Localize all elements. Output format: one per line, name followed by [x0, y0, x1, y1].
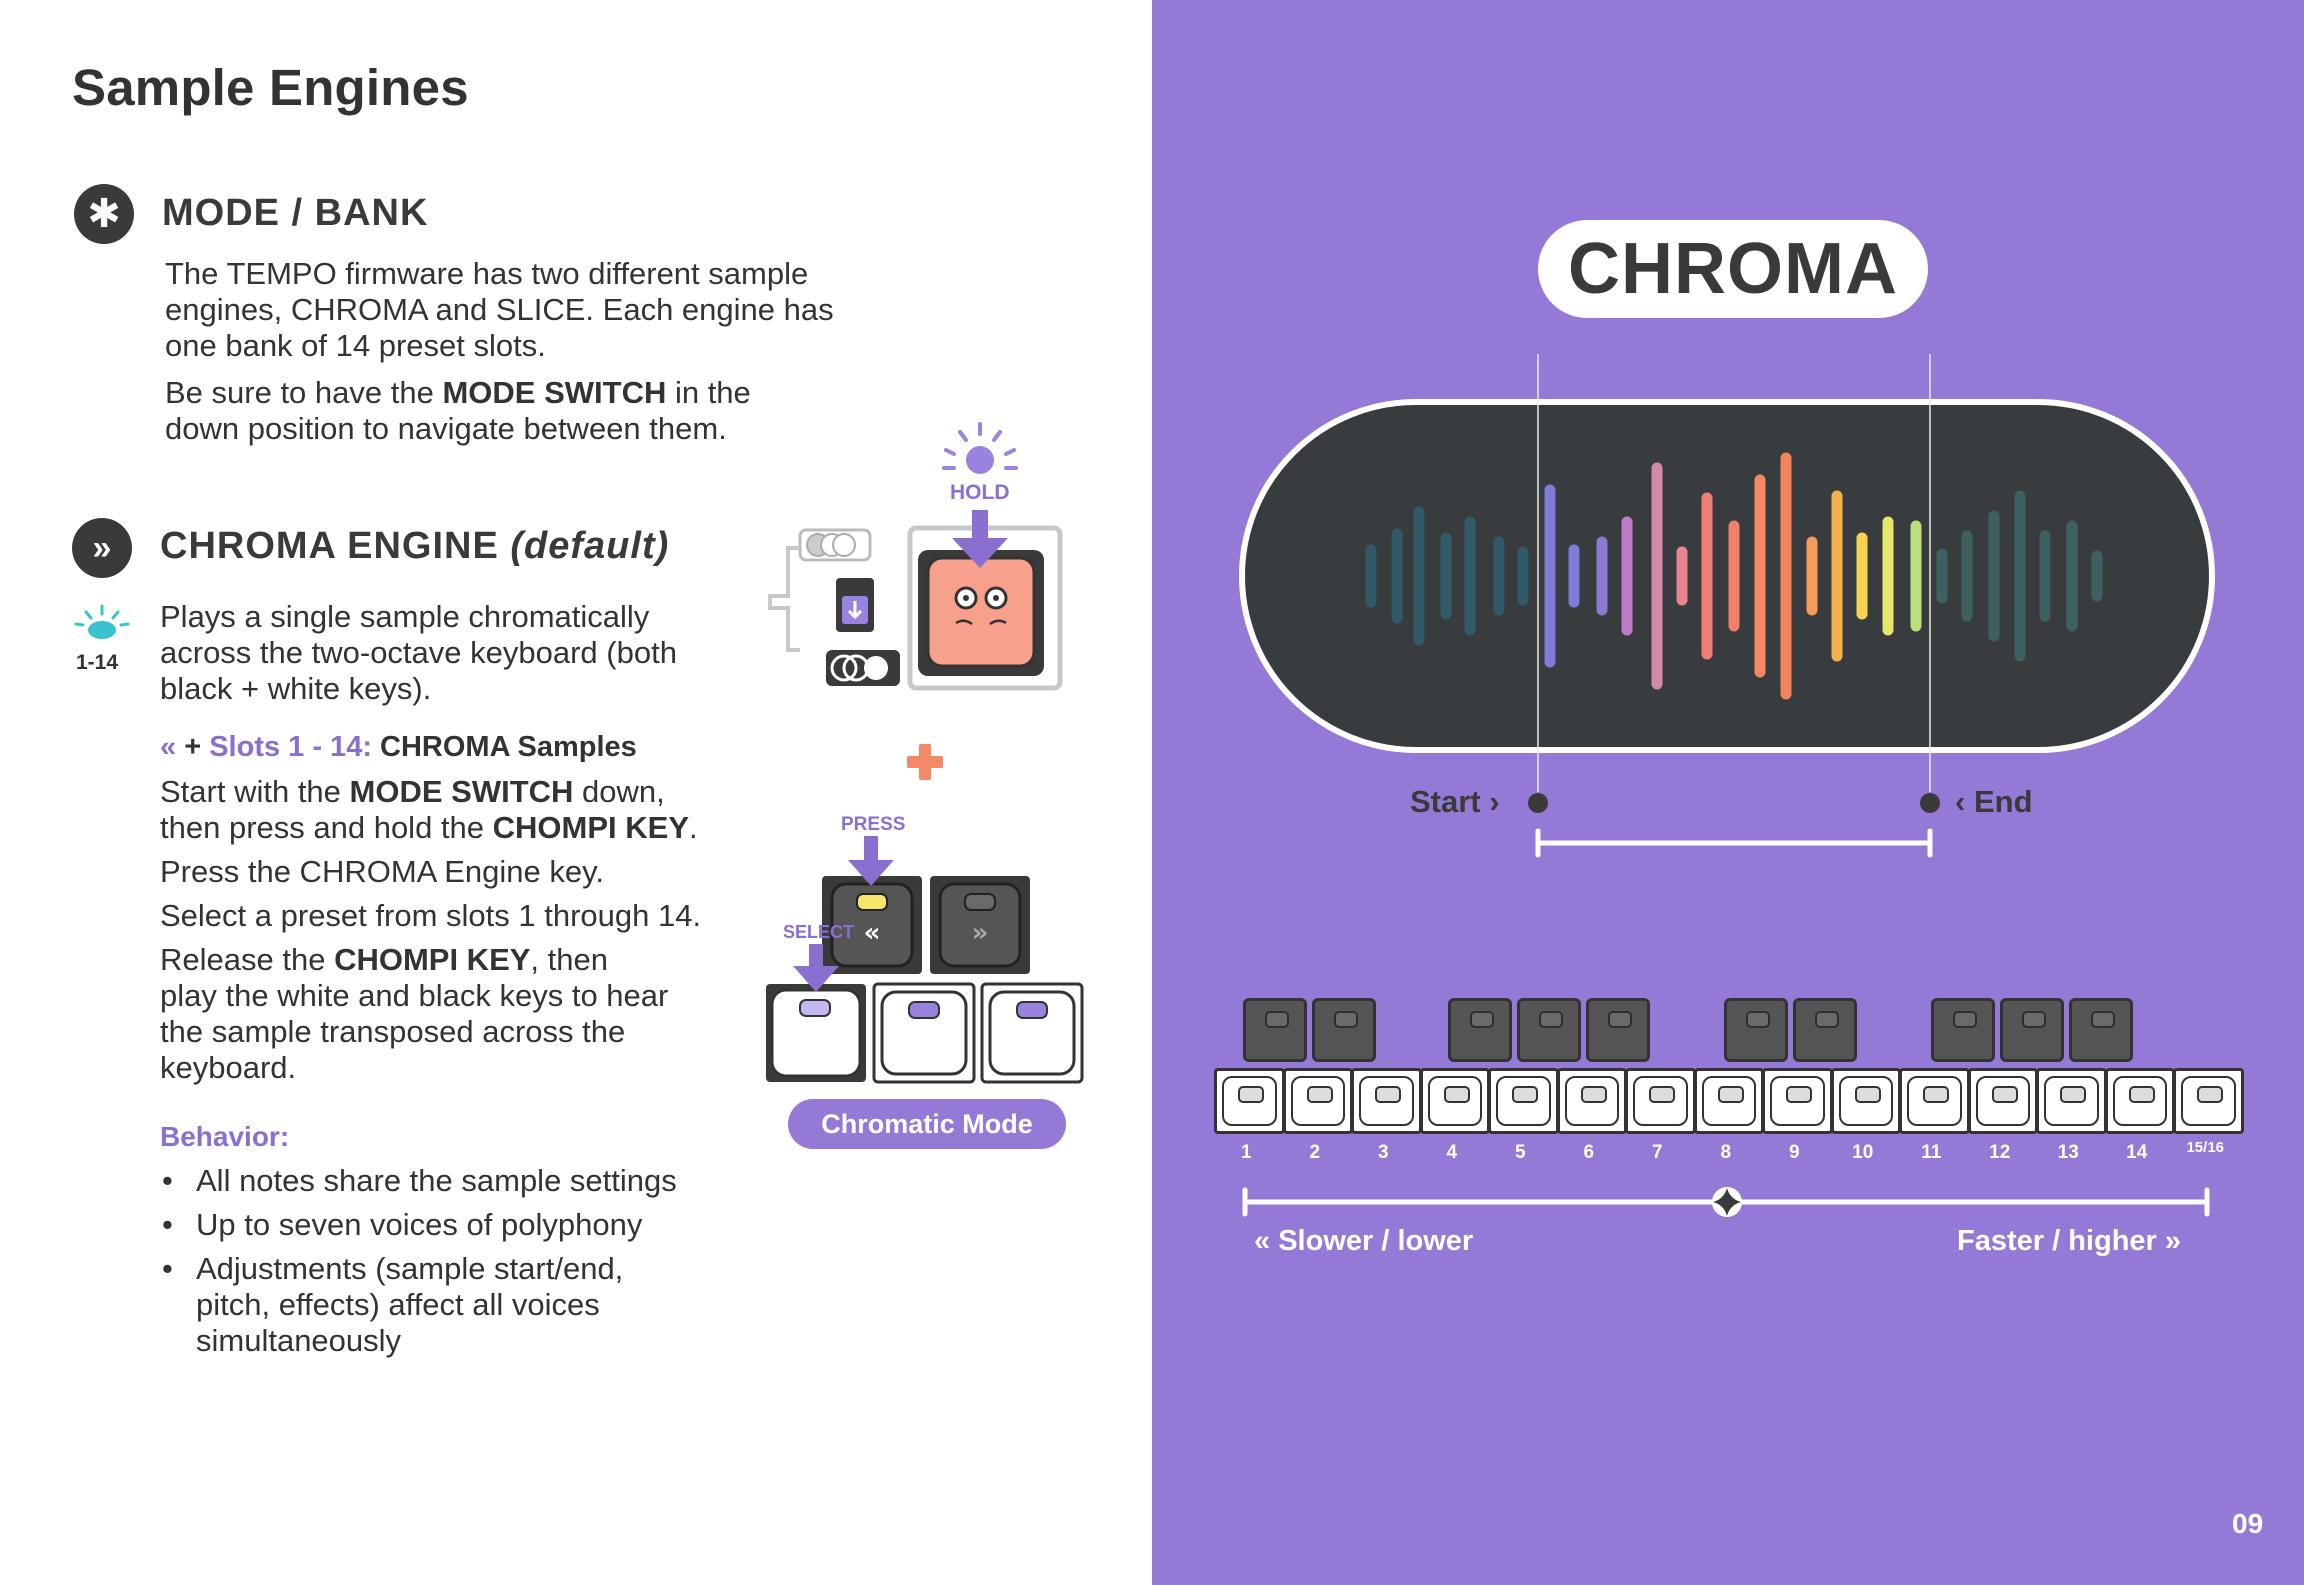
- sun-icon: [942, 422, 1018, 474]
- mode-bank-para1: The TEMPO firmware has two different sam…: [165, 256, 834, 363]
- left-page: Sample Engines ✱ MODE / BANK The TEMPO f…: [72, 59, 1084, 1359]
- chroma-logo: CHROMA: [1568, 229, 1898, 309]
- white-key: [1556, 1068, 1627, 1134]
- key-number: 6: [1583, 1142, 1595, 1163]
- black-key: [1931, 998, 1995, 1062]
- white-key: [1899, 1068, 1970, 1134]
- key-number: 1: [1240, 1142, 1252, 1163]
- key-number: 3: [1377, 1142, 1389, 1163]
- fast-forward-icon: »: [2164, 1225, 2182, 1257]
- waveform-display: [1239, 354, 2215, 858]
- asterisk-icon: ✱: [74, 184, 134, 244]
- chroma-logo-bg: [1538, 220, 1928, 318]
- chroma-description: Plays a single sample chromatically acro…: [160, 599, 677, 706]
- white-key: [2173, 1068, 2244, 1134]
- page-number: 09: [2232, 1508, 2264, 1539]
- white-key: [1351, 1068, 1422, 1134]
- white-key: [1282, 1068, 1353, 1134]
- step-1: Start with the MODE SWITCH down, then pr…: [160, 774, 698, 845]
- press-select-illustration: « »: [766, 836, 1084, 1084]
- down-arrow-icon: [952, 510, 1008, 568]
- black-key: [2000, 998, 2064, 1062]
- chevron-right-icon: ›: [1489, 784, 1500, 819]
- behavior-item: •Up to seven voices of polyphony: [162, 1207, 643, 1242]
- start-marker-label: Start ›: [1410, 784, 1500, 819]
- white-key: [2036, 1068, 2107, 1134]
- key-number: 14: [2126, 1142, 2148, 1163]
- black-key: [1243, 998, 1307, 1062]
- mode-bank-para2: Be sure to have the MODE SWITCH in the d…: [165, 375, 751, 446]
- chroma-engine-title: CHROMA ENGINE (default): [160, 525, 670, 567]
- key-number: 12: [1989, 1142, 2011, 1163]
- select-label: SELECT: [783, 922, 855, 942]
- chevron-left-icon: ‹: [1955, 784, 1966, 819]
- key-number: 10: [1852, 1142, 1874, 1163]
- step-4: Release the CHOMPI KEY, then play the wh…: [160, 942, 669, 1085]
- hold-label: HOLD: [950, 481, 1010, 504]
- key-number: 11: [1921, 1142, 1942, 1163]
- rewind-icon: «: [160, 731, 177, 763]
- plus-icon: [907, 744, 943, 780]
- white-key: [1762, 1068, 1833, 1134]
- white-key: [1830, 1068, 1901, 1134]
- white-key: [1419, 1068, 1490, 1134]
- black-key: [1586, 998, 1650, 1062]
- key-number: 8: [1720, 1142, 1732, 1163]
- black-key: [1312, 998, 1376, 1062]
- key-number: 2: [1309, 1142, 1321, 1163]
- press-label: PRESS: [841, 814, 906, 835]
- end-marker-label: ‹ End: [1955, 784, 2033, 819]
- chromatic-mode-button[interactable]: Chromatic Mode: [788, 1099, 1066, 1149]
- key-number: 4: [1446, 1142, 1458, 1163]
- page-title: Sample Engines: [72, 59, 469, 116]
- step-2: Press the CHROMA Engine key.: [160, 854, 604, 889]
- key-number: 5: [1514, 1142, 1526, 1163]
- white-key: [1693, 1068, 1764, 1134]
- black-key: [2069, 998, 2133, 1062]
- white-key: [2104, 1068, 2175, 1134]
- svg-text:«: «: [864, 918, 881, 948]
- white-key: [1214, 1068, 1285, 1134]
- pitch-speed-slider: [1242, 1187, 2210, 1217]
- svg-text:»: »: [972, 918, 989, 948]
- step-3: Select a preset from slots 1 through 14.: [160, 898, 702, 933]
- faster-label: Faster / higher »: [1957, 1225, 2182, 1257]
- fast-forward-icon: »: [72, 518, 132, 578]
- black-key: [1517, 998, 1581, 1062]
- select-arrow-icon: [793, 944, 839, 992]
- behavior-label: Behavior:: [160, 1121, 290, 1152]
- white-key: [1967, 1068, 2038, 1134]
- key-number: 9: [1788, 1142, 1800, 1163]
- led-teal-icon: [74, 604, 130, 639]
- behavior-item: •All notes share the sample settings: [162, 1163, 677, 1198]
- key-number: 7: [1651, 1142, 1663, 1163]
- rewind-icon: «: [1254, 1225, 1271, 1257]
- black-key: [1448, 998, 1512, 1062]
- hold-device-illustration: [768, 422, 1063, 691]
- slower-label: « Slower / lower: [1254, 1225, 1474, 1257]
- led-slot-label: 1-14: [76, 651, 119, 674]
- key-number: 15/16: [2186, 1139, 2225, 1156]
- behavior-item: •Adjustments (sample start/end, pitch, e…: [162, 1251, 624, 1358]
- white-key: [1625, 1068, 1696, 1134]
- behavior-list: •All notes share the sample settings •Up…: [160, 1163, 740, 1359]
- press-arrow-icon: [848, 836, 894, 886]
- key-number: 13: [2057, 1142, 2079, 1163]
- sparkle-icon: [1713, 1188, 1741, 1216]
- mode-bank-title: MODE / BANK: [162, 192, 429, 234]
- black-key: [1793, 998, 1857, 1062]
- white-key: [1488, 1068, 1559, 1134]
- steps-heading: « + Slots 1 - 14: CHROMA Samples: [160, 731, 637, 763]
- black-key: [1724, 998, 1788, 1062]
